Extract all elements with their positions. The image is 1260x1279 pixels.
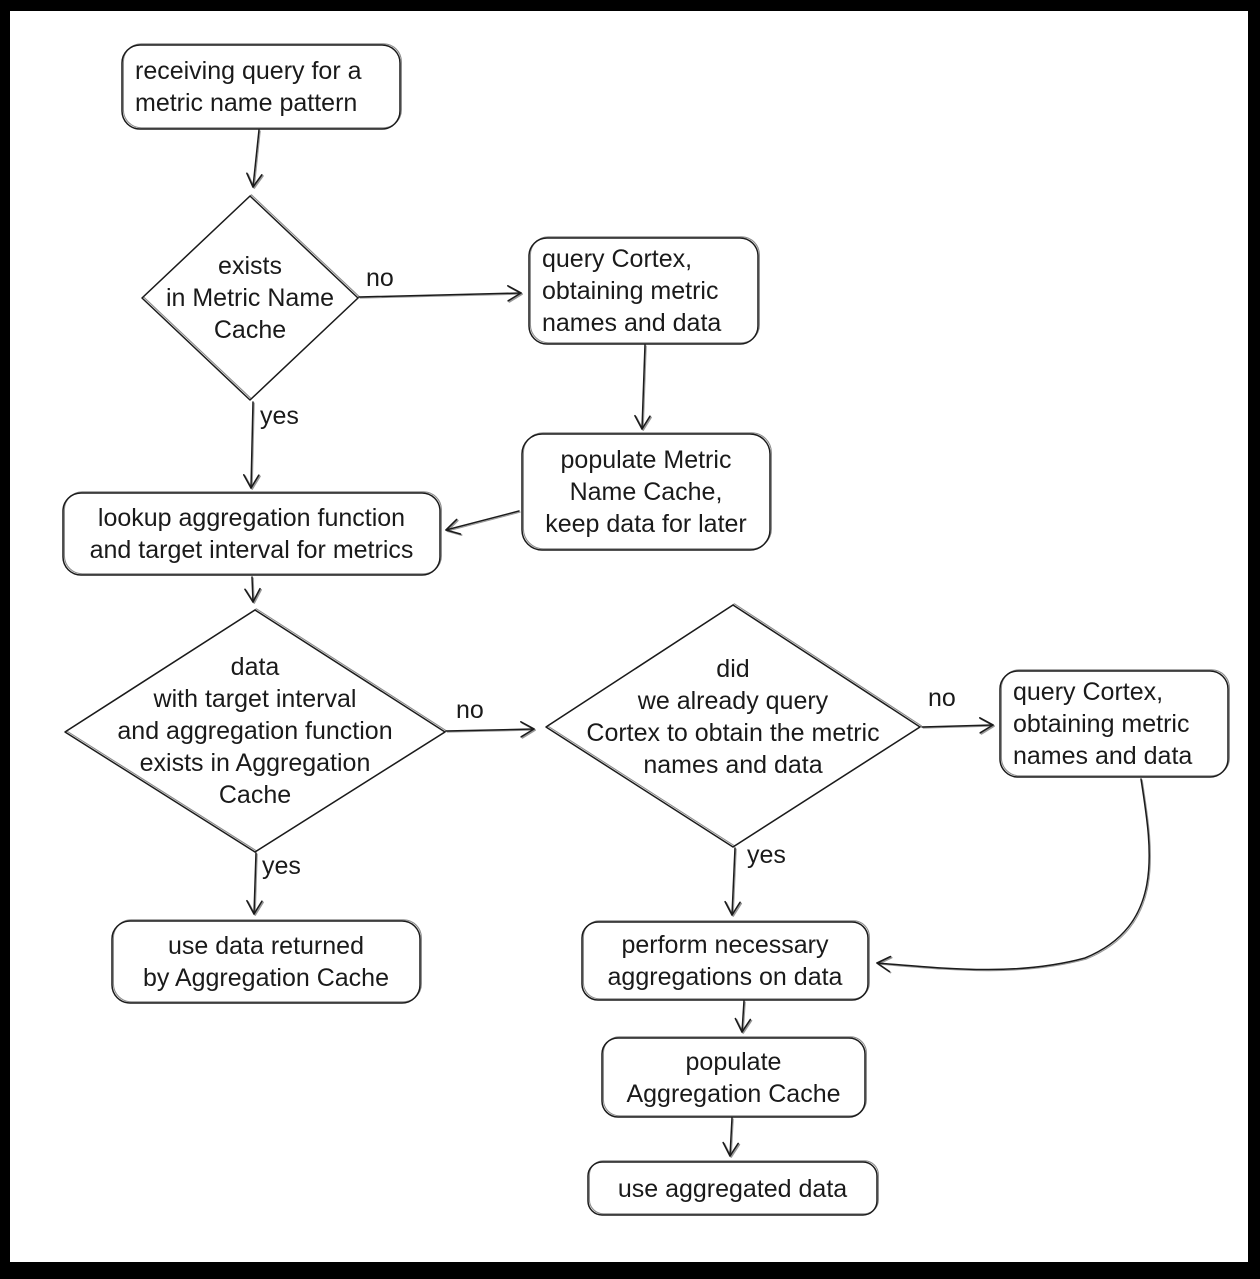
decision-exists-metric-name-cache-label: exists in Metric Name Cache xyxy=(165,252,335,344)
node-query-cortex-right-label: query Cortex, obtaining metric names and… xyxy=(1013,678,1193,770)
node-use-aggregation-cache-data-label: use data returned by Aggregation Cache xyxy=(142,932,389,992)
node-use-aggregated-data-label: use aggregated data xyxy=(617,1174,848,1203)
edge-label-metric-cache-no: no xyxy=(366,264,394,292)
node-perform-aggregations-label: perform necessary aggregations on data xyxy=(607,931,843,991)
edge-label-agg-cache-yes: yes xyxy=(262,852,301,880)
node-populate-metric-name-cache-label: populate Metric Name Cache, keep data fo… xyxy=(545,446,747,538)
node-query-cortex-top-label: query Cortex, obtaining metric names and… xyxy=(542,245,722,337)
decision-did-already-query-cortex-label: did we already query Cortex to obtain th… xyxy=(586,655,880,779)
edge-label-agg-cache-no: no xyxy=(456,696,484,724)
edge-label-already-queried-yes: yes xyxy=(747,841,786,869)
node-populate-aggregation-cache-label: populate Aggregation Cache xyxy=(626,1047,841,1108)
edge-label-metric-cache-yes: yes xyxy=(260,402,299,430)
decision-data-exists-aggregation-cache-label: data with target interval and aggregatio… xyxy=(117,653,393,809)
node-lookup-aggregation-label: lookup aggregation function and target i… xyxy=(89,504,414,564)
node-receive-query-label: receiving query for a metric name patter… xyxy=(135,57,362,117)
edge-label-already-queried-no: no xyxy=(928,684,956,712)
